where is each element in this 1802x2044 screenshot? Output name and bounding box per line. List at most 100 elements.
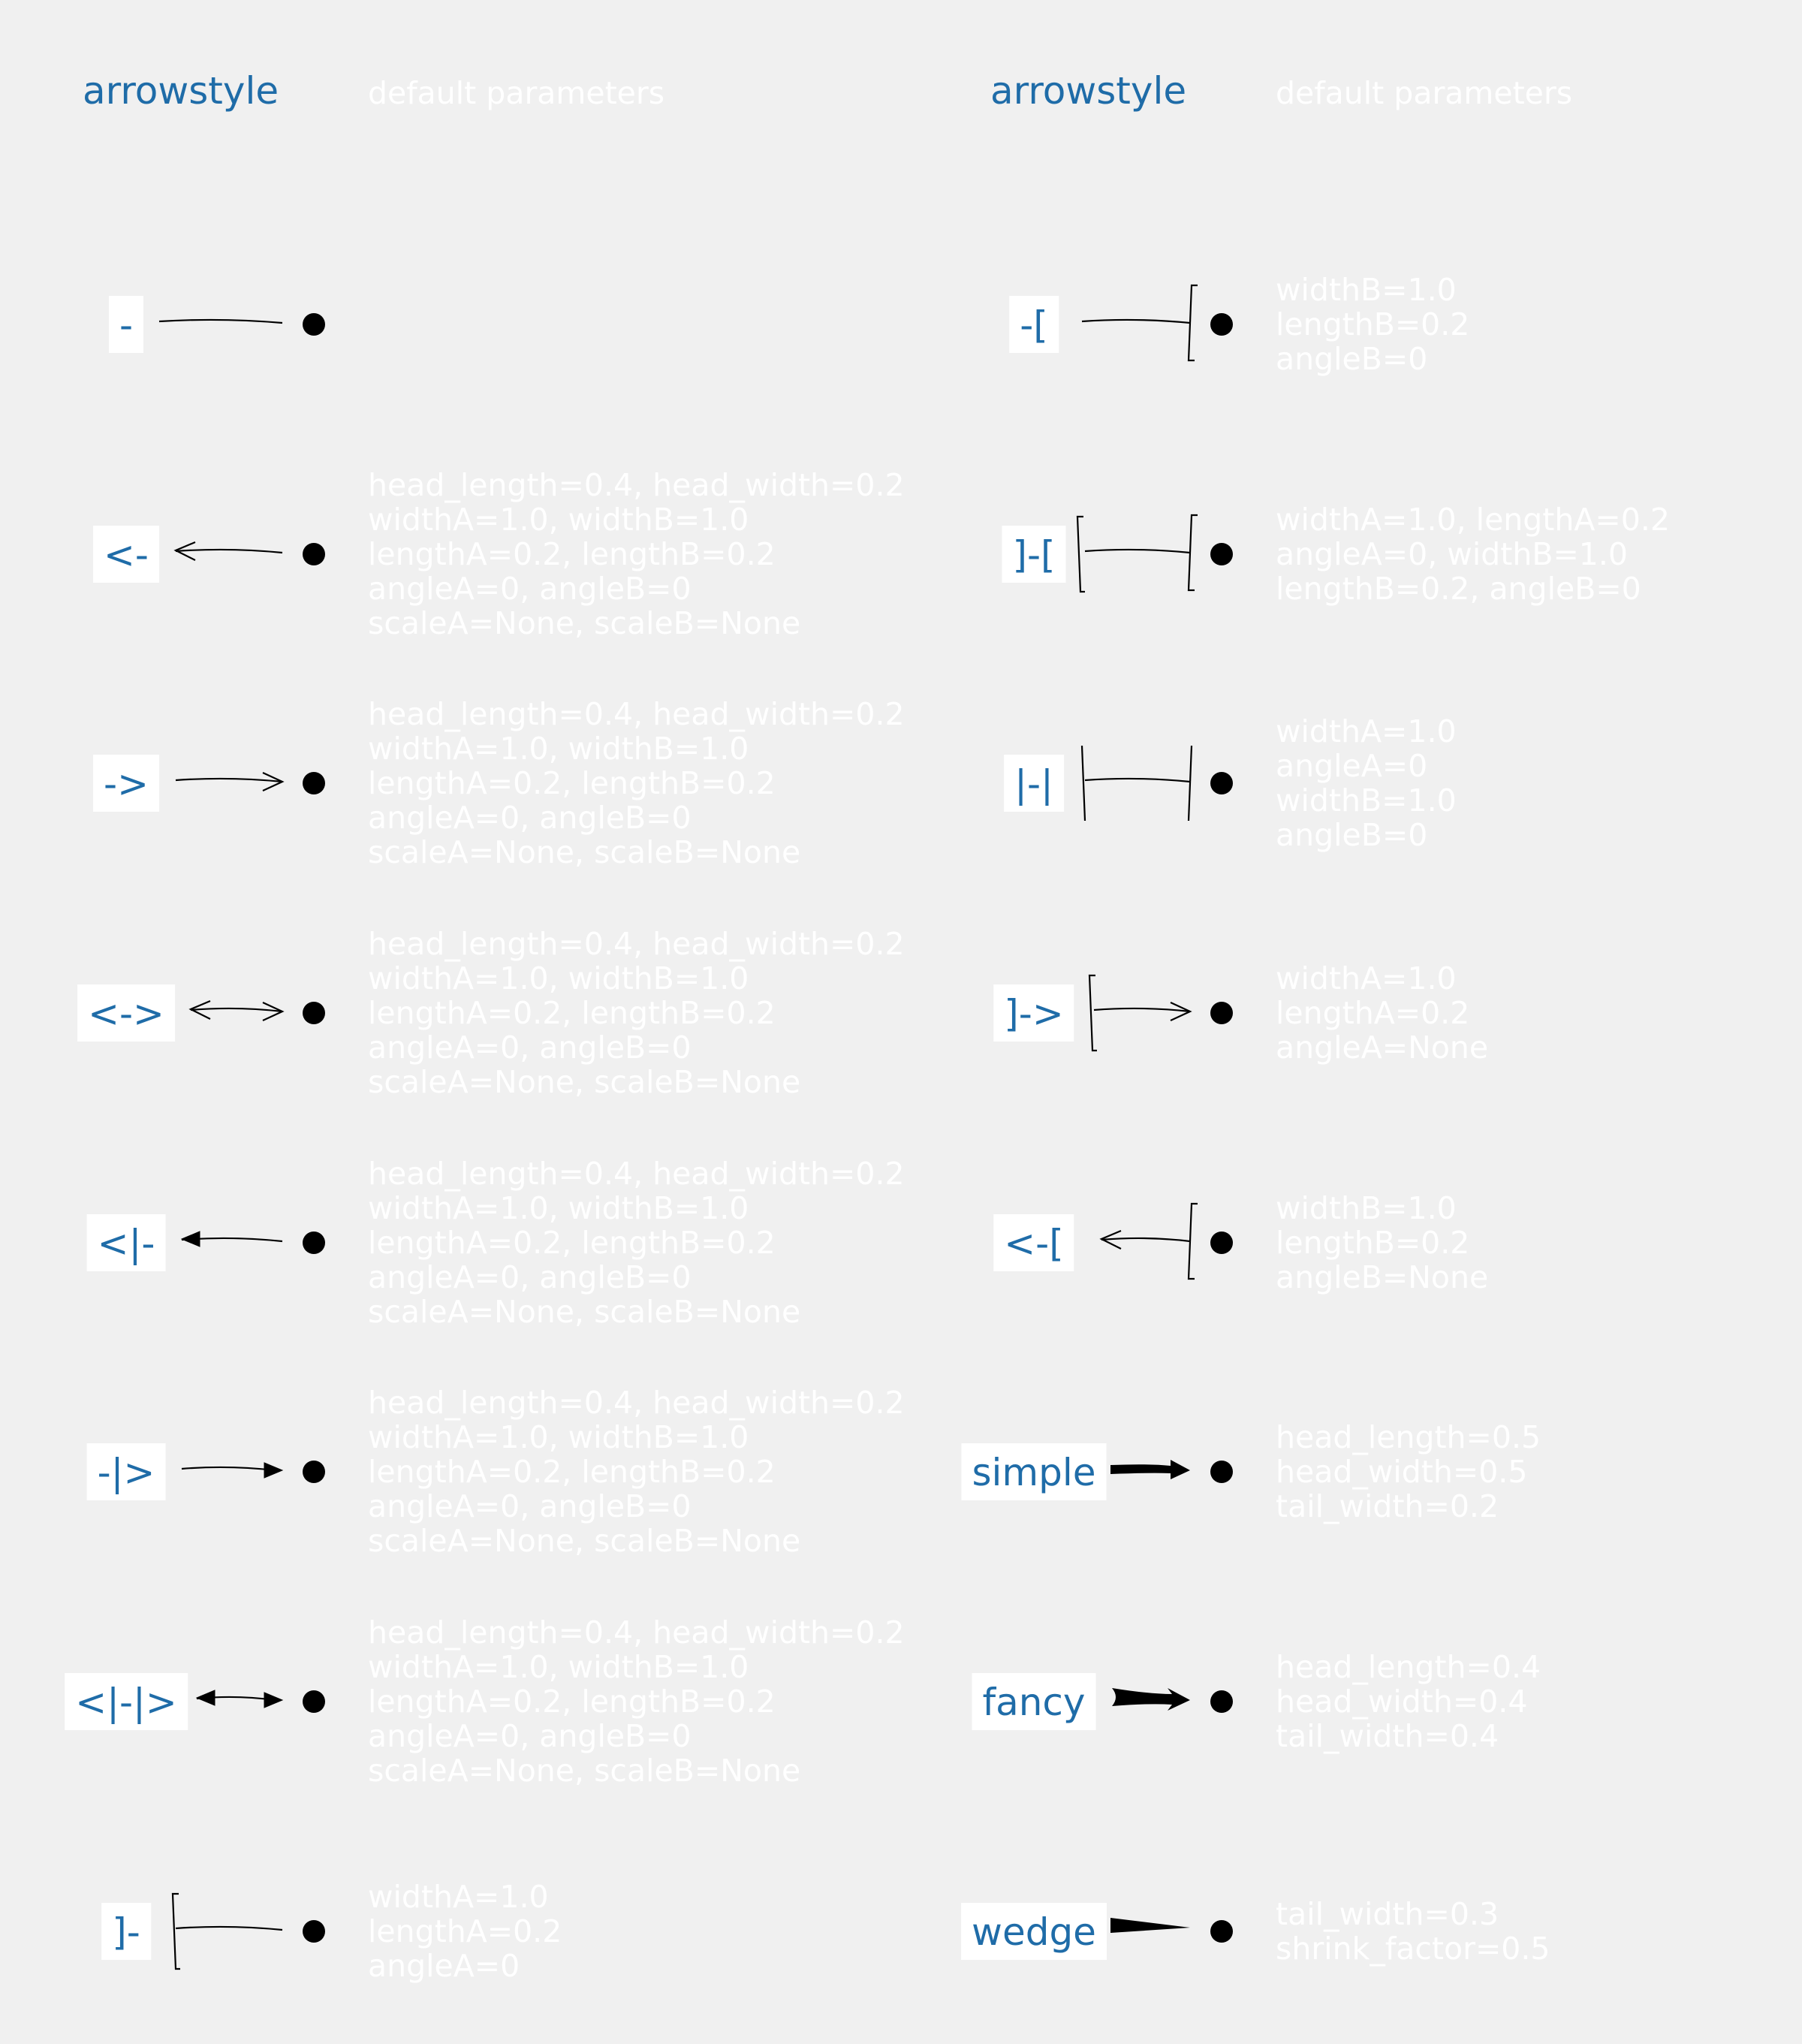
parameter-line: widthA=1.0, widthB=1.0	[368, 1419, 749, 1455]
target-dot	[303, 1232, 325, 1254]
parameter-line: scaleA=None, scaleB=None	[368, 1064, 801, 1100]
arrowstyle-label: <-	[93, 526, 159, 583]
target-dot	[1210, 772, 1233, 794]
parameter-line: tail_width=0.4	[1276, 1718, 1499, 1754]
arrow-sample	[171, 1892, 325, 1970]
parameter-line: scaleA=None, scaleB=None	[368, 1523, 801, 1559]
arrow-sample	[1099, 1202, 1233, 1280]
arrowstyle-label: ->	[93, 755, 159, 812]
arrow-shaft	[158, 318, 283, 324]
parameter-line: scaleA=None, scaleB=None	[368, 1294, 801, 1330]
target-dot	[1210, 543, 1233, 565]
arrow-sample	[1081, 284, 1233, 362]
arrow-sample	[1080, 745, 1233, 822]
arrow-shaft	[1084, 548, 1191, 554]
target-dot	[303, 1002, 325, 1024]
parameter-line: scaleA=None, scaleB=None	[368, 1753, 801, 1789]
parameter-line: angleA=0, angleB=0	[368, 571, 692, 607]
arrow-shaft	[175, 777, 283, 783]
arrowstyle-label: fancy	[972, 1673, 1096, 1730]
arrow-bracket	[1187, 284, 1198, 362]
target-dot	[303, 772, 325, 794]
target-dot	[1210, 313, 1233, 336]
right-column: arrowstyle default parameters -[widthB=1…	[908, 0, 1802, 2027]
arrow-sample	[181, 1461, 325, 1483]
target-dot	[303, 1461, 325, 1483]
parameter-line: scaleA=None, scaleB=None	[368, 834, 801, 870]
arrow-head-open	[262, 772, 285, 791]
arrow-shaft	[1081, 318, 1191, 324]
parameter-line: head_length=0.4, head_width=0.2	[368, 1156, 905, 1192]
parameter-line: lengthA=0.2, lengthB=0.2	[368, 1684, 776, 1720]
parameter-line: lengthB=0.2	[1276, 1225, 1470, 1261]
parameter-line: widthA=1.0, widthB=1.0	[368, 960, 749, 996]
arrowstyle-label: ]-	[101, 1903, 151, 1960]
parameter-line: widthA=1.0	[1276, 713, 1457, 749]
arrowstyle-label: simple	[961, 1443, 1107, 1500]
arrow-head-open	[262, 1002, 285, 1021]
parameter-line: lengthA=0.2	[368, 1913, 562, 1949]
parameter-line: lengthA=0.2, lengthB=0.2	[368, 536, 776, 572]
parameter-line: widthA=1.0	[368, 1879, 549, 1915]
parameter-line: angleB=0	[1276, 817, 1428, 853]
parameter-line: angleA=0	[1276, 748, 1428, 784]
parameter-line: scaleA=None, scaleB=None	[368, 605, 801, 641]
arrowstyle-label: ]-[	[1002, 526, 1066, 583]
target-dot	[303, 543, 325, 565]
arrowstyle-header: arrowstyle	[990, 69, 1187, 113]
parameter-line: lengthA=0.2	[1276, 995, 1470, 1031]
arrow-sample	[180, 1231, 325, 1254]
arrow-shaft	[175, 548, 283, 554]
arrow-fancy	[1112, 1688, 1190, 1711]
arrowstyle-header: arrowstyle	[83, 69, 279, 113]
parameter-line: head_length=0.4, head_width=0.2	[368, 1385, 905, 1421]
parameter-line: head_length=0.4	[1276, 1649, 1541, 1685]
arrow-bracket	[1076, 515, 1085, 593]
parameter-line: angleA=0, angleB=0	[368, 1488, 692, 1524]
target-dot	[303, 313, 325, 336]
parameter-line: widthA=1.0, lengthA=0.2	[1276, 502, 1670, 538]
parameter-line: widthB=1.0	[1276, 782, 1457, 819]
default-parameters-header: default parameters	[1276, 75, 1573, 111]
parameter-line: shrink_factor=0.5	[1276, 1931, 1550, 1967]
parameter-line: head_length=0.4, head_width=0.2	[368, 467, 905, 503]
arrowstyle-row: -	[0, 212, 901, 437]
arrow-bracket	[171, 1892, 180, 1970]
left-column: arrowstyle default parameters -<-head_le…	[0, 0, 905, 2027]
arrowstyle-label: |-|	[1004, 755, 1064, 812]
parameter-line: angleA=0, widthB=1.0	[1276, 536, 1628, 572]
parameter-line: head_width=0.5	[1276, 1454, 1528, 1490]
parameter-line: widthB=1.0	[1276, 1190, 1457, 1226]
arrow-head-filled	[264, 1692, 284, 1708]
parameter-line: angleA=0, angleB=0	[368, 1259, 692, 1295]
target-dot	[303, 1690, 325, 1713]
parameter-line: tail_width=0.3	[1276, 1896, 1499, 1932]
arrowstyle-label: -	[108, 296, 144, 353]
arrow-simple	[1110, 1460, 1190, 1479]
arrow-shaft	[175, 1925, 283, 1931]
target-dot	[1210, 1232, 1233, 1254]
arrow-head-open	[1170, 1002, 1192, 1021]
parameter-line: head_length=0.4, head_width=0.2	[368, 1614, 905, 1651]
arrow-shaft	[1084, 777, 1191, 783]
arrowstyle-label: ]->	[993, 984, 1074, 1042]
parameter-line: head_length=0.4, head_width=0.2	[368, 696, 905, 732]
parameter-line: lengthA=0.2, lengthB=0.2	[368, 995, 776, 1031]
